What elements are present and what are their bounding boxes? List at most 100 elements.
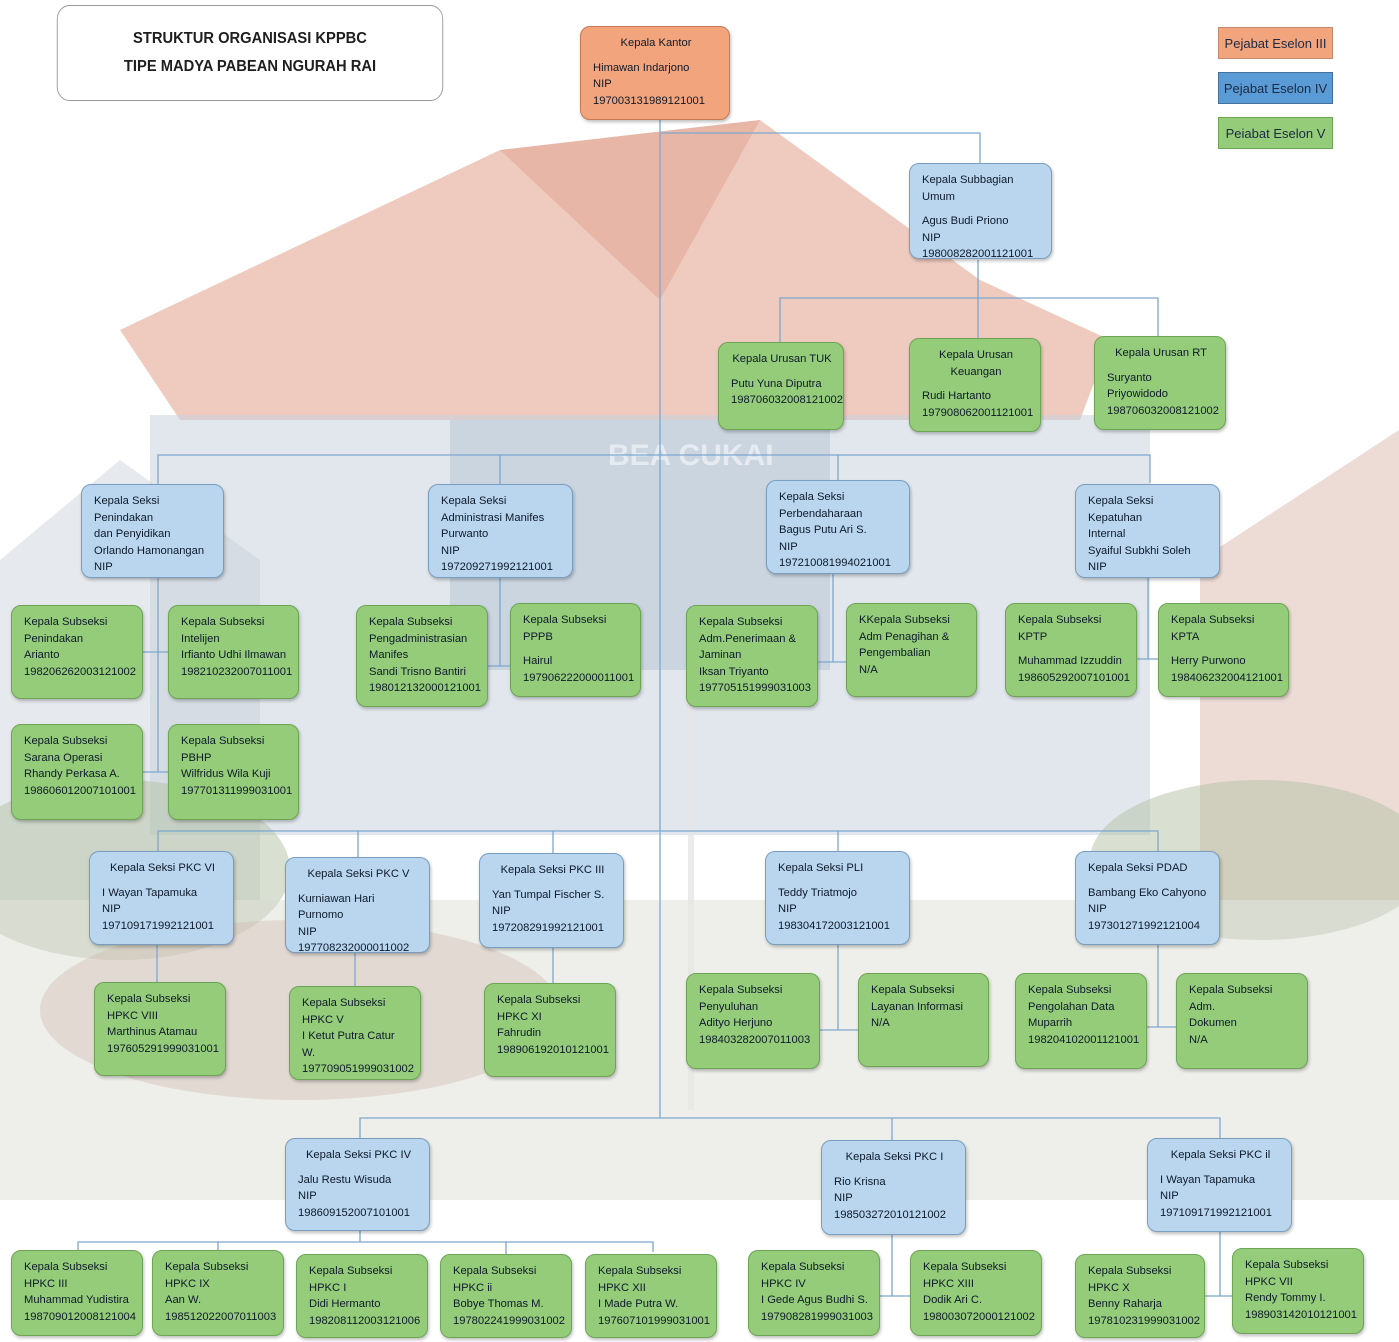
node-text: Kepala Subseksi Pengolahan Data Muparrih… [1028, 984, 1140, 1046]
node-text: Kepala Subseksi Pengadministrasian Manif… [369, 616, 481, 694]
node-nip: 198706032008121002 [1107, 404, 1219, 417]
node-sub-kptp: Kepala Subseksi KPTP Muhammad Izzuddin 1… [1005, 603, 1137, 697]
node-text: Kepala Subseksi HPKC XII I Made Putra W.… [598, 1265, 710, 1327]
node-name: Rio Krisna [834, 1175, 886, 1188]
node-title: Kepala Subseksi KPTP [1018, 614, 1102, 643]
node-text: Kepala Subseksi HPKC XIII Dodik Ari C. 1… [923, 1261, 1035, 1323]
node-nip: 198605292007101001 [1018, 671, 1130, 684]
node-sub-dokumen: Kepala Subseksi Adm. Dokumen N/A [1176, 973, 1308, 1069]
node-text: Kepala Seksi Penindakan dan Penyidikan O… [94, 495, 205, 573]
node-nip: NIP 198609152007101001 [298, 1190, 410, 1219]
node-sub-pppb: Kepala Subseksi PPPB Hairul 197906222000… [510, 603, 641, 697]
node-seksi-pkc-iii: Kepala Seksi PKC III Yan Tumpal Fischer … [479, 853, 624, 948]
node-text: Kepala Subseksi HPKC III Muhammad Yudist… [24, 1261, 136, 1323]
node-name: Himawan Indarjono [593, 61, 690, 74]
chart-title-line1: STRUKTUR ORGANISASI KPPBC [133, 30, 367, 47]
node-nip: NIP 198304172003121001 [778, 903, 890, 932]
node-name: Putu Yuna Diputra [731, 377, 822, 390]
node-sub-hpkc-ii: Kepala Subseksi HPKC ii Bobye Thomas M. … [440, 1254, 572, 1338]
node-sub-hpkc-v: Kepala Subseksi HPKC V I Ketut Putra Cat… [289, 986, 421, 1080]
node-nip: NIP 198503272010121002 [834, 1192, 946, 1221]
node-sub-hpkc-viii: Kepala Subseksi HPKC VIII Marthinus Atam… [94, 982, 226, 1076]
node-name: Teddy Triatmojo [778, 886, 857, 899]
node-title: Kepala Seksi PLI [778, 862, 864, 874]
node-seksi-pkc-ii: Kepala Seksi PKC il I Wayan Tapamuka NIP… [1147, 1138, 1292, 1232]
node-name: Yan Tumpal Fischer S. [492, 888, 605, 901]
node-name: Muhammad Izzuddin [1018, 655, 1122, 667]
node-seksi-pkc-vi: Kepala Seksi PKC VI I Wayan Tapamuka NIP… [89, 851, 234, 945]
node-sub-hpkc-ix: Kepala Subseksi HPKC IX Aan W. 198512022… [152, 1250, 284, 1336]
node-sub-penagihan: KKepala Subseksi Adm Penagihan & Pengemb… [846, 603, 977, 697]
node-sub-layanan: Kepala Subseksi Layanan Informasi N/A [858, 973, 989, 1067]
node-sub-hpkc-xi: Kepala Subseksi HPKC XI Fahrudin 1989061… [484, 983, 616, 1077]
node-text: Kepala Subseksi HPKC IX Aan W. 198512022… [165, 1261, 277, 1323]
node-text: Kepala Subseksi Sarana Operasi Rhandy Pe… [24, 735, 136, 797]
node-text: Kepala Subseksi HPKC VII Rendy Tommy I. … [1245, 1259, 1357, 1321]
node-seksi-pkc-v: Kepala Seksi PKC V Kurniawan Hari Purnom… [285, 857, 430, 953]
node-seksi-pkc-i: Kepala Seksi PKC I Rio Krisna NIP 198503… [821, 1140, 966, 1235]
node-seksi-pli: Kepala Seksi PLI Teddy Triatmojo NIP 198… [765, 851, 910, 945]
node-sub-hpkc-xii: Kepala Subseksi HPKC XII I Made Putra W.… [585, 1254, 717, 1338]
node-sub-pengolahan: Kepala Subseksi Pengolahan Data Muparrih… [1015, 973, 1147, 1069]
node-sub-hpkc-iv: Kepala Subseksi HPKC IV I Gede Agus Budh… [748, 1250, 880, 1336]
node-title: Kepala Subseksi PPPB [523, 614, 607, 643]
node-kepala-kantor: Kepala Kantor Himawan Indarjono NIP 1970… [580, 26, 730, 120]
node-seksi-kepatuhan: Kepala Seksi Kepatuhan Internal Syaiful … [1075, 484, 1220, 578]
node-text: Kepala Subseksi PBHP Wilfridus Wila Kuji… [181, 735, 293, 797]
node-text: Kepala Subseksi Penindakan Arianto 19820… [24, 616, 136, 678]
node-sub-penindakan: Kepala Subseksi Penindakan Arianto 19820… [11, 605, 143, 699]
node-name: I Wayan Tapamuka [1160, 1173, 1256, 1186]
node-urusan-keuangan: Kepala Urusan Keuangan Rudi Hartanto 197… [909, 338, 1041, 432]
node-name: Kurniawan Hari Purnomo [298, 892, 375, 922]
node-title: Kepala Seksi PDAD [1088, 862, 1188, 874]
node-text: Kepala Seksi Perbendaharaan Bagus Putu A… [779, 491, 891, 569]
node-nip: NIP 197109171992121001 [1160, 1190, 1272, 1219]
node-text: Kepala Subseksi HPKC VIII Marthinus Atam… [107, 993, 219, 1055]
node-seksi-manifes: Kepala Seksi Administrasi Manifes Purwan… [428, 484, 573, 578]
node-sub-hpkc-i: Kepala Subseksi HPKC I Didi Hermanto 198… [296, 1254, 428, 1338]
node-sub-penerimaan: Kepala Subseksi Adm.Penerimaan & Jaminan… [686, 605, 818, 707]
legend-label: Pejabat Eselon III [1224, 35, 1327, 51]
chart-title-box: STRUKTUR ORGANISASI KPPBC TIPE MADYA PAB… [56, 5, 444, 101]
node-sub-hpkc-vii: Kepala Subseksi HPKC VII Rendy Tommy I. … [1232, 1248, 1364, 1334]
node-nip: NIP 197208291992121001 [492, 905, 604, 934]
node-title: Kepala Urusan RT [1115, 347, 1207, 359]
node-name: Rudi Hartanto [922, 390, 992, 402]
node-text: Kepala Seksi Kepatuhan Internal Syaiful … [1088, 495, 1191, 573]
node-nip: NIP 197003131989121001 [593, 78, 705, 107]
node-urusan-tuk: Kepala Urusan TUK Putu Yuna Diputra 1987… [718, 342, 844, 430]
node-sub-hpkc-xiii: Kepala Subseksi HPKC XIII Dodik Ari C. 1… [910, 1250, 1042, 1336]
node-nip: NIP 198008282001121001 [922, 231, 1034, 259]
node-text: Kepala Subseksi Adm.Penerimaan & Jaminan… [699, 616, 811, 694]
node-nip: 198706032008121002 [731, 394, 843, 406]
node-sub-hpkc-iii: Kepala Subseksi HPKC III Muhammad Yudist… [11, 1250, 143, 1336]
node-nip: 197906222000011001 [523, 671, 635, 684]
node-name: Hairul [523, 655, 553, 667]
node-seksi-pkc-iv: Kepala Seksi PKC IV Jalu Restu Wisuda NI… [285, 1138, 430, 1231]
node-text: Kepala Subseksi HPKC ii Bobye Thomas M. … [453, 1265, 565, 1327]
node-sub-sarana: Kepala Subseksi Sarana Operasi Rhandy Pe… [11, 724, 143, 820]
node-seksi-pdad: Kepala Seksi PDAD Bambang Eko Cahyono NI… [1075, 851, 1220, 945]
node-text: Kepala Seksi Administrasi Manifes Purwan… [441, 495, 553, 573]
node-name: Jalu Restu Wisuda [298, 1173, 392, 1186]
node-text: Kepala Subseksi Intelijen Irfianto Udhi … [181, 616, 293, 678]
node-sub-pbhp: Kepala Subseksi PBHP Wilfridus Wila Kuji… [168, 724, 299, 820]
chart-title-line2: TIPE MADYA PABEAN NGURAH RAI [123, 58, 377, 75]
node-nip: NIP 197708232000011002 [298, 925, 410, 953]
node-name: Suryanto Priyowidodo [1107, 371, 1168, 401]
legend-label: Peiabat Eselon V [1225, 125, 1326, 141]
node-title: Kepala Subbagian Umum [922, 174, 1014, 203]
legend-eselon-iv: Pejabat Eselon IV [1218, 72, 1333, 104]
node-title: Kepala Seksi PKC IV [305, 1149, 412, 1161]
legend-eselon-iii: Pejabat Eselon III [1218, 27, 1333, 59]
node-name: Herry Purwono [1171, 655, 1246, 667]
node-title: Kepala Seksi PKC il [1170, 1149, 1271, 1161]
node-title: Kepala Kantor [620, 37, 692, 49]
node-title: Kepala Seksi PKC III [500, 864, 605, 876]
node-text: Kepala Subseksi HPKC IV I Gede Agus Budh… [761, 1261, 873, 1323]
node-nip: NIP 197109171992121001 [102, 903, 214, 932]
legend-eselon-v: Peiabat Eselon V [1218, 117, 1333, 149]
node-seksi-perbendaharaan: Kepala Seksi Perbendaharaan Bagus Putu A… [766, 480, 910, 574]
node-title: Kepala Urusan Keuangan [938, 349, 1013, 378]
